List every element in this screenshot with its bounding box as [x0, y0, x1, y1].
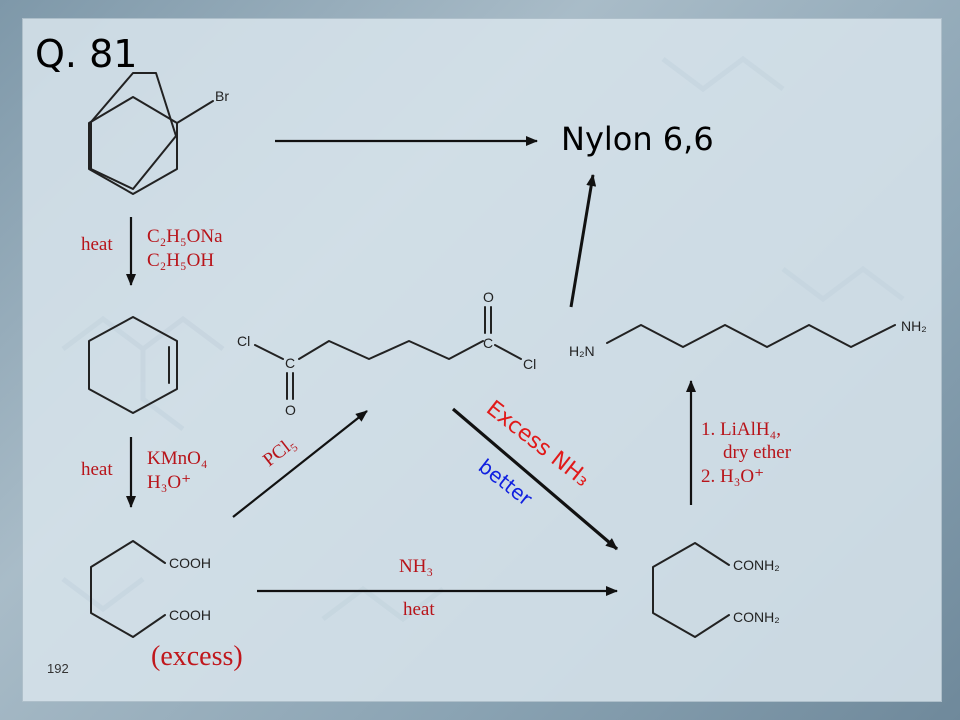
step3-reagent: PCl₅ [259, 433, 300, 471]
oxygen-left: O [285, 402, 296, 418]
better-note: better [474, 454, 538, 511]
hexamethylenediamine: H₂N NH₂ [569, 318, 927, 359]
adipamide: CONH₂ CONH₂ [652, 542, 780, 638]
carbon-left: C [285, 355, 295, 371]
page-number: 192 [47, 661, 69, 676]
step5-line3: 2. H₃O⁺ [701, 466, 764, 487]
adipic-acid: COOH COOH [90, 540, 211, 638]
step4-reagent: NH₃ [399, 556, 433, 577]
slide: Q. 81 Br Nylon 6,6 heat C₂H₅ONa C₂H₅OH h… [22, 18, 942, 702]
step4-condition: heat [403, 599, 435, 620]
step2-heat: heat [81, 459, 113, 480]
nh2-label: NH₂ [901, 318, 927, 334]
bromine-label: Br [215, 88, 229, 104]
cyclohexene [88, 316, 178, 414]
excess-label: (excess) [151, 641, 243, 672]
bromocyclohexane: Br [88, 72, 229, 195]
step5-line2: dry ether [723, 442, 792, 463]
h2n-label: H₂N [569, 343, 595, 359]
reaction-diagram: Q. 81 Br Nylon 6,6 heat C₂H₅ONa C₂H₅OH h… [35, 32, 927, 676]
step1-heat: heat [81, 234, 113, 255]
step2-reagent-2: H₃O⁺ [147, 472, 191, 493]
step1-reagent-1: C₂H₅ONa [147, 226, 223, 247]
slide-title: Q. 81 [35, 32, 137, 76]
step1-reagent-2: C₂H₅OH [147, 250, 214, 271]
cooh-top: COOH [169, 555, 211, 571]
cooh-bottom: COOH [169, 607, 211, 623]
cl-left: Cl [237, 333, 250, 349]
oxygen-right: O [483, 289, 494, 305]
carbon-right: C [483, 335, 493, 351]
cl-right: Cl [523, 356, 536, 372]
step5-line1: 1. LiAlH₄, [701, 419, 781, 440]
background-decoration [61, 55, 905, 623]
conh2-top: CONH₂ [733, 557, 780, 573]
arrow-excess-nh3 [451, 407, 619, 551]
step2-reagent-1: KMnO₄ [147, 448, 207, 469]
conh2-bottom: CONH₂ [733, 609, 780, 625]
product-label: Nylon 6,6 [561, 120, 714, 158]
arrow-to-nylon-from-diamine [569, 174, 597, 308]
adipoyl-chloride: Cl C O C O Cl [237, 289, 536, 418]
arrow-pcl5 [232, 410, 368, 518]
